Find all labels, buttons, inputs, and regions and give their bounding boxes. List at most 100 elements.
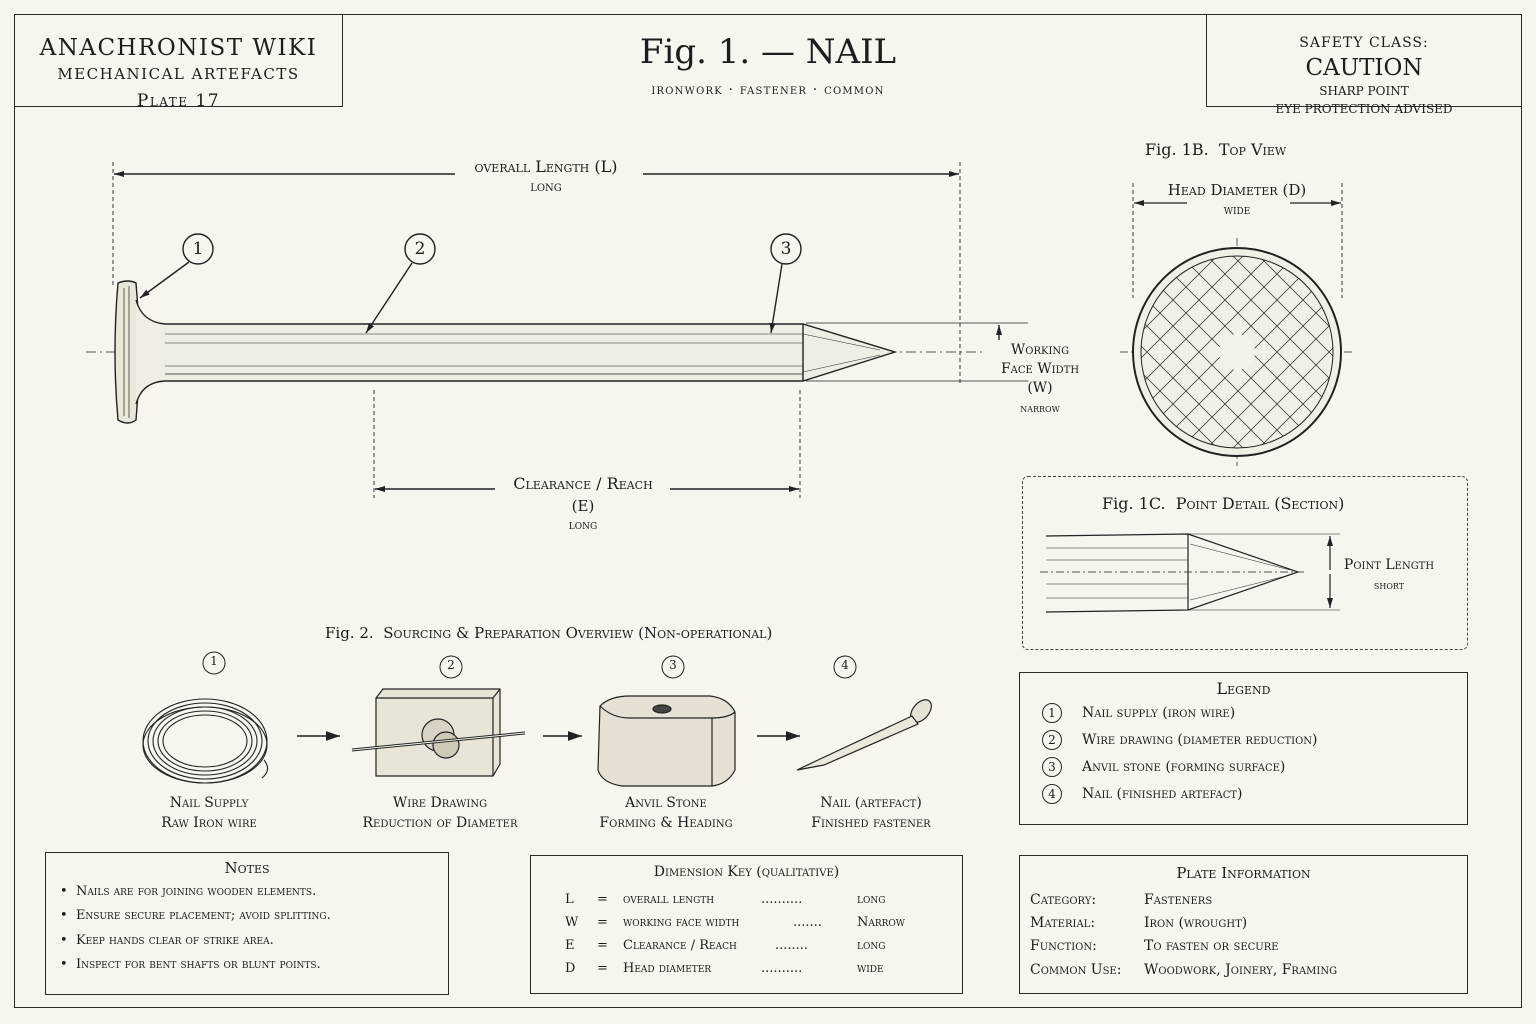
page-subtitle: ironwork · fastener · common <box>651 82 885 98</box>
hatch-line <box>1192 256 1333 448</box>
hatch-line <box>1218 256 1333 448</box>
point-detail-box <box>1022 476 1468 650</box>
dim-name: Clearance / Reach <box>623 938 737 953</box>
legend-text: Nail (finished artefact) <box>1082 786 1243 802</box>
hatch-line <box>1141 256 1310 448</box>
wire-coil-illustration <box>142 698 269 784</box>
brand-name: ANACHRONIST WIKI <box>39 35 318 61</box>
note-text: Ensure secure placement; avoid splitting… <box>75 908 331 923</box>
note-text: Inspect for bent shafts or blunt points. <box>75 957 321 972</box>
anvil-stone-illustration <box>597 695 736 787</box>
nail-head-top-view <box>1120 183 1355 466</box>
dimension-key-box: Dimension Key (qualitative) L = overall … <box>530 855 963 994</box>
dim-eq: = <box>597 892 608 907</box>
nail-head <box>114 280 140 424</box>
plate-info-key: Function: <box>1030 938 1097 954</box>
dim-value: wide <box>857 961 884 976</box>
dim-eq: = <box>597 938 608 953</box>
notes-box: Notes • Nails are for joining wooden ele… <box>45 852 449 995</box>
legend-item: 3 Anvil stone (forming surface) <box>1042 757 1285 781</box>
notes-title: Notes <box>224 859 270 877</box>
dim-name: Head diameter <box>623 961 712 976</box>
working-width-label-1: Working <box>1010 342 1070 358</box>
step-3-number: 3 <box>669 658 677 672</box>
note-item: • Nails are for joining wooden elements. <box>60 884 317 899</box>
head-diameter-label: Head Diameter (D) <box>1167 181 1307 199</box>
overall-length-value: long <box>530 179 562 195</box>
callout-1: 1 <box>192 239 204 259</box>
step-2-number: 2 <box>447 658 455 672</box>
step-number-circles <box>202 651 857 679</box>
dim-dots: ........ <box>775 938 809 953</box>
legend-number: 4 <box>1042 784 1062 804</box>
dim-dots: ....... <box>793 915 822 930</box>
plate-info-row: Common Use:Woodwork, Joinery, Framing <box>1030 962 1337 978</box>
head-diameter-value: wide <box>1223 203 1251 218</box>
dim-value: Narrow <box>857 915 906 930</box>
legend-item: 2 Wire drawing (diameter reduction) <box>1042 730 1318 754</box>
note-text: Keep hands clear of strike area. <box>75 933 274 948</box>
callout-2: 2 <box>414 239 426 259</box>
safety-label: SAFETY CLASS: <box>1299 35 1429 51</box>
legend-number: 2 <box>1042 730 1062 750</box>
safety-box: SAFETY CLASS: CAUTION SHARP POINT EYE PR… <box>1206 14 1522 116</box>
dim-code: E <box>565 938 575 953</box>
plate-frame <box>14 14 1522 1008</box>
dim-name: overall length <box>623 892 715 907</box>
hatch-line <box>1322 256 1333 448</box>
safety-level: CAUTION <box>1305 55 1423 81</box>
fig2-number: Fig. 2. <box>325 624 374 642</box>
dim-code: W <box>565 915 579 930</box>
step-3-desc: Forming & Heading <box>599 815 733 831</box>
fig1b-title: Fig. 1B. Top View <box>1145 140 1286 159</box>
hatch-line <box>1141 256 1284 448</box>
fig1c-title: Fig. 1C. Point Detail (Section) <box>1102 494 1344 513</box>
nail-side-view <box>86 162 1028 498</box>
fig2-name: Sourcing & Preparation Overview (Non-ope… <box>383 624 773 642</box>
legend-item: 4 Nail (finished artefact) <box>1042 784 1243 808</box>
legend-number: 1 <box>1042 703 1062 723</box>
plate-info-row: Function: To fasten or secure <box>1030 938 1279 954</box>
step-2-name: Wire Drawing <box>392 795 488 811</box>
dim-code: D <box>565 961 576 976</box>
plate-info-key: Material: <box>1030 915 1096 931</box>
hatch-line <box>1141 256 1232 448</box>
plate-info-box: Plate Information Category:Fasteners Mat… <box>1019 855 1468 994</box>
dim-eq: = <box>597 915 608 930</box>
clearance-label: Clearance / Reach <box>513 474 653 493</box>
step-4-name: Nail (artefact) <box>820 795 922 811</box>
dim-code: L <box>565 892 574 907</box>
dim-value: long <box>857 938 886 953</box>
legend-text: Wire drawing (diameter reduction) <box>1082 732 1318 748</box>
plate-info-value: To fasten or secure <box>1144 938 1279 954</box>
fig1c-name: Point Detail (Section) <box>1175 494 1345 513</box>
plate-number: Plate 17 <box>136 91 221 111</box>
plate-info-value: Fasteners <box>1144 892 1213 908</box>
legend-text: Anvil stone (forming surface) <box>1082 759 1286 775</box>
plate-info-row: Category: Fasteners <box>1030 892 1212 908</box>
finished-nail-illustration <box>796 699 932 771</box>
point-detail-section <box>1040 533 1340 613</box>
step-2-desc: Reduction of Diameter <box>362 815 518 831</box>
fig1b-number: Fig. 1B. <box>1145 140 1209 159</box>
hatch-line <box>1244 256 1333 448</box>
clearance-code: (E) <box>571 497 595 515</box>
plate-info-row: Material:Iron (wrought) <box>1030 915 1247 931</box>
legend-number: 3 <box>1042 757 1062 777</box>
step-1-name: Nail Supply <box>169 795 249 811</box>
working-width-label-2: Face Width <box>1000 361 1080 377</box>
point-length-label: Point Length <box>1343 557 1435 573</box>
working-width-code: (W) <box>1027 380 1053 396</box>
step-3-name: Anvil Stone <box>625 795 707 811</box>
step-1-desc: Raw Iron wire <box>161 815 257 831</box>
fig2-title: Fig. 2. Sourcing & Preparation Overview … <box>325 624 772 642</box>
safety-line-2: EYE PROTECTION ADVISED <box>1275 102 1453 116</box>
plate-info-key: Category: <box>1030 892 1097 908</box>
clearance-value: long <box>568 518 598 533</box>
legend-title: Legend <box>1216 679 1271 698</box>
plate-info-key: Common Use: <box>1030 962 1122 978</box>
hatch-line <box>1141 256 1258 448</box>
overall-length-label: overall Length (L) <box>474 157 618 176</box>
